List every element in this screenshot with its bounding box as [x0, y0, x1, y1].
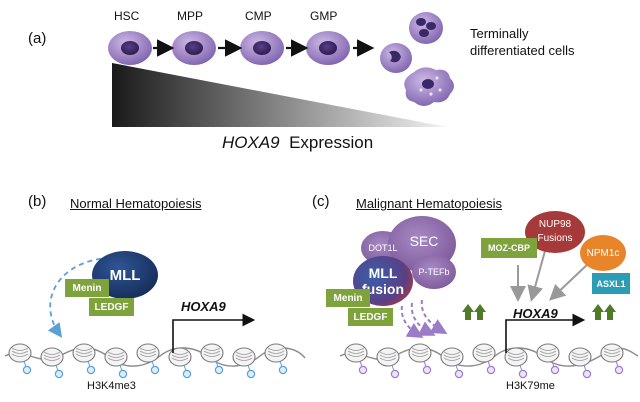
methyl-mark-icon — [358, 360, 368, 375]
nucleosome-icon — [344, 343, 368, 363]
mll-fusion-label-1: MLL — [368, 265, 398, 281]
dashed-recruitment-arrow — [47, 257, 111, 338]
nucleosome-icon — [376, 347, 400, 367]
nucleosome-icon — [472, 343, 496, 363]
methyl-mark-icon — [390, 364, 400, 379]
transcription-arrow-normal — [172, 313, 256, 353]
nup98-label-2: Fusions — [537, 232, 573, 244]
nucleosome-icon — [264, 343, 288, 363]
cell-hsc — [108, 31, 152, 65]
terminal-label-line2: differentiated cells — [470, 43, 575, 58]
ptefb-label: P-TEFb — [418, 267, 450, 277]
transcription-arrow-malignant — [505, 313, 586, 353]
ledgf-box-malignant: LEDGF — [348, 308, 393, 326]
menin-box-malignant: Menin — [326, 289, 370, 307]
mll-label: MLL — [109, 266, 141, 284]
mll-fusion-label-2: fusion — [362, 281, 404, 297]
methyl-mark-icon — [486, 360, 496, 375]
methyl-mark-icon — [182, 364, 192, 379]
nucleosome-icon — [40, 347, 64, 367]
methyl-mark-icon — [118, 364, 128, 379]
npm1c-blob — [580, 235, 626, 271]
cell-gmp — [306, 31, 350, 65]
terminal-cell-monocyte — [380, 43, 412, 73]
methyl-mark-icon — [214, 360, 224, 375]
nup98-label-1: NUP98 — [538, 218, 572, 230]
npm1c-label: NPM1c — [586, 247, 620, 259]
ledgf-box-normal: LEDGF — [89, 298, 134, 316]
nucleosome-icon — [200, 343, 224, 363]
panel-label-c: (c) — [312, 193, 330, 210]
stage-label-hsc: HSC — [114, 9, 140, 23]
methyl-mark-icon — [22, 360, 32, 375]
methyl-mark-icon — [518, 364, 528, 379]
normal-title: Normal Hematopoiesis — [70, 196, 202, 211]
methyl-mark-icon — [454, 364, 464, 379]
methyl-mark-icon — [54, 364, 64, 379]
methyl-mark-icon — [582, 364, 592, 379]
expression-gradient-wedge — [112, 63, 447, 127]
nucleosome-icon — [104, 347, 128, 367]
dashed-purple-arrows — [400, 299, 448, 339]
methyl-mark-icon — [422, 360, 432, 375]
up-arrow-icon — [462, 304, 486, 320]
h3k79me-label: H3K79me — [506, 380, 555, 392]
cell-cmp — [240, 31, 284, 65]
nucleosome-icon — [168, 347, 192, 367]
asxl1-box: ASXL1 — [592, 273, 630, 294]
dot1l-label: DOT1L — [368, 243, 398, 253]
h3k4me3-label: H3K4me3 — [87, 380, 136, 392]
moz-cbp-box: MOZ-CBP — [481, 238, 537, 258]
nucleosome-icon — [504, 347, 528, 367]
nucleosome-icon — [136, 343, 160, 363]
up-arrow-icon — [592, 304, 616, 320]
panel-label-a: (a) — [28, 30, 47, 47]
methyl-mark-icon — [246, 364, 256, 379]
terminal-label-line1: Terminally — [470, 26, 529, 41]
nucleosome-icon — [408, 343, 432, 363]
methyl-mark-icon — [150, 360, 160, 375]
methyl-mark-icon — [614, 360, 624, 375]
methyl-mark-icon — [278, 360, 288, 375]
stage-label-gmp: GMP — [310, 9, 338, 23]
expression-gene: HOXA9 — [222, 133, 280, 152]
menin-box-normal: Menin — [65, 279, 109, 297]
nucleosome-icon — [232, 347, 256, 367]
expression-label: HOXA9 Expression — [222, 133, 373, 153]
methyl-mark-icon — [550, 360, 560, 375]
stage-label-mpp: MPP — [177, 9, 204, 23]
nucleosome-icon — [536, 343, 560, 363]
nucleosome-icon — [600, 343, 624, 363]
stage-label-cmp: CMP — [245, 9, 272, 23]
ptefb-blob — [412, 255, 456, 289]
panel-label-b: (b) — [28, 193, 47, 210]
nucleosome-icon — [72, 343, 96, 363]
nup98-blob — [525, 211, 585, 253]
terminal-cell-macrophage — [404, 67, 454, 106]
malignant-title: Malignant Hematopoiesis — [356, 196, 502, 211]
expression-word: Expression — [289, 133, 374, 152]
terminal-cell-neutrophil — [409, 12, 443, 44]
cell-mpp — [172, 31, 216, 65]
nucleosome-icon — [568, 347, 592, 367]
methyl-mark-icon — [86, 360, 96, 375]
nucleosome-icon — [440, 347, 464, 367]
sec-label: SEC — [409, 233, 439, 249]
nucleosome-icon — [8, 343, 32, 363]
hoxa9-label-normal: HOXA9 — [181, 299, 226, 314]
hoxa9-label-malignant: HOXA9 — [513, 306, 558, 321]
